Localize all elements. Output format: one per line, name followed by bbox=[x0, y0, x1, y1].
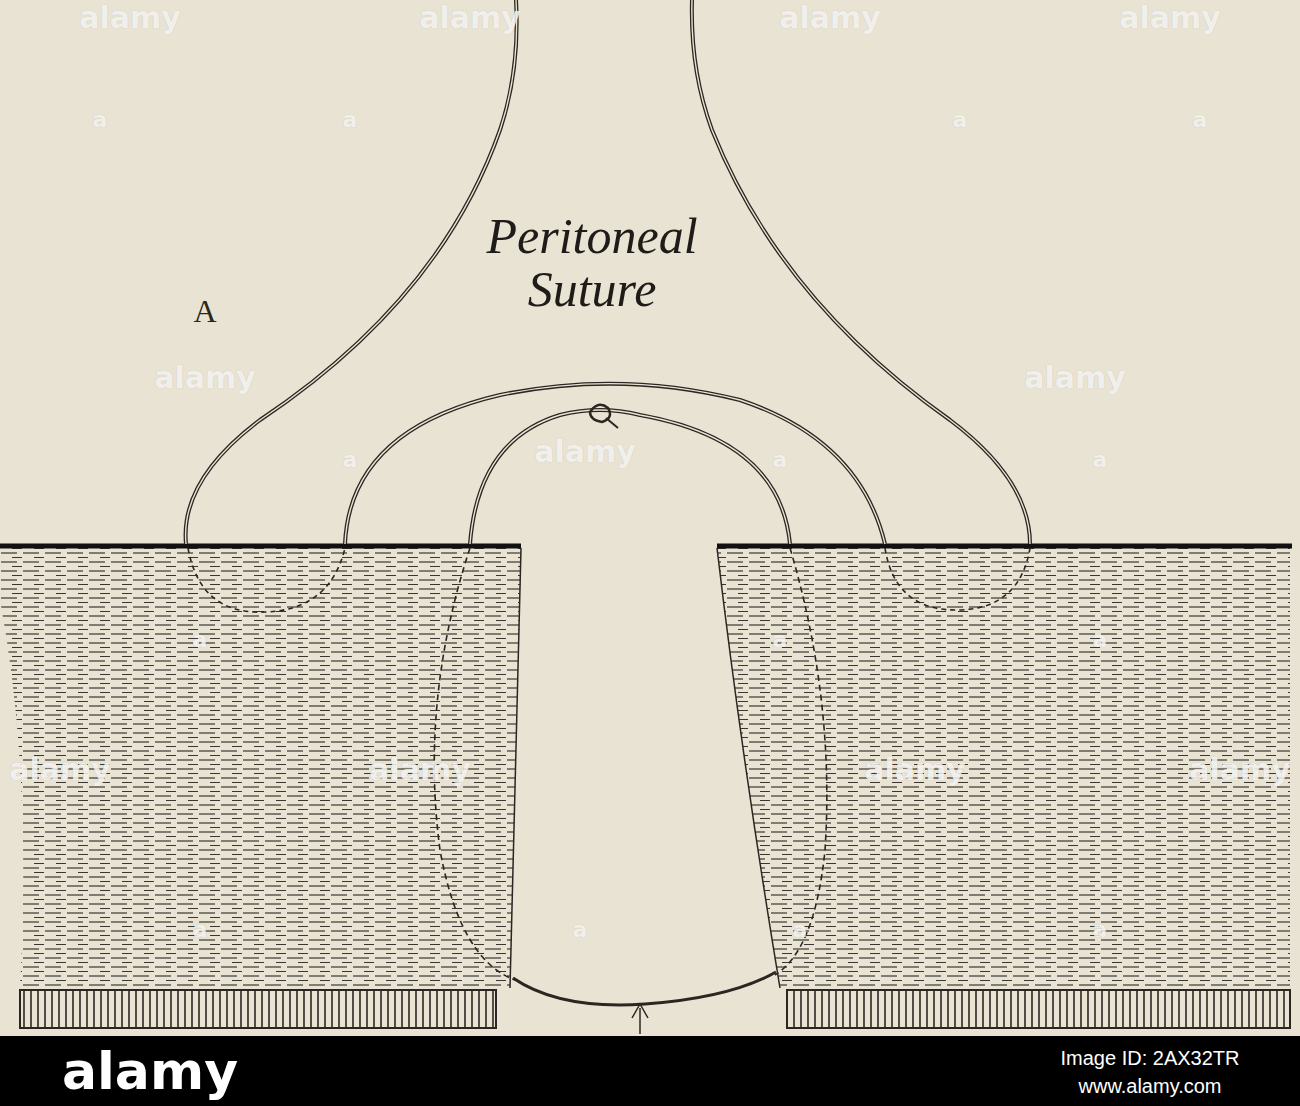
through-suture bbox=[434, 405, 827, 1005]
watermark: a bbox=[1093, 448, 1108, 471]
watermark: alamy bbox=[9, 754, 111, 786]
figure-letter: A bbox=[193, 295, 216, 329]
watermark-band bbox=[0, 1036, 1300, 1106]
watermark: a bbox=[1193, 108, 1208, 131]
muscle-layer bbox=[0, 548, 521, 988]
watermark: a bbox=[793, 918, 808, 941]
wound-wall bbox=[717, 548, 780, 988]
watermark: a bbox=[1093, 918, 1108, 941]
watermark: a bbox=[93, 108, 108, 131]
watermark: alamy bbox=[79, 2, 181, 34]
peritoneal-suture bbox=[186, 0, 1030, 612]
watermark: alamy bbox=[419, 2, 521, 34]
watermark: a bbox=[193, 918, 208, 941]
watermark: a bbox=[343, 108, 358, 131]
suture-label: Peritoneal Suture bbox=[467, 210, 717, 315]
watermark: alamy bbox=[369, 754, 471, 786]
mucosa-layer bbox=[20, 990, 496, 1028]
watermark: alamy bbox=[154, 362, 256, 394]
peritoneal-surface bbox=[717, 544, 1292, 549]
watermark: a bbox=[343, 448, 358, 471]
watermark: a bbox=[193, 628, 208, 651]
watermark: a bbox=[773, 448, 788, 471]
watermark-id: Image ID: 2AX32TR bbox=[1061, 1048, 1240, 1069]
muscle-layer bbox=[717, 548, 1290, 988]
watermark: alamy bbox=[1024, 362, 1126, 394]
peritoneal-surface bbox=[0, 544, 521, 549]
watermark: alamy bbox=[779, 2, 881, 34]
watermark: alamy bbox=[864, 754, 966, 786]
watermark: alamy bbox=[1119, 2, 1221, 34]
direction-arrow bbox=[632, 1004, 648, 1034]
watermark: alamy bbox=[1189, 754, 1291, 786]
watermark-logo: alamy bbox=[62, 1044, 238, 1099]
watermark: alamy bbox=[534, 436, 636, 468]
watermark: a bbox=[773, 628, 788, 651]
mucosa-layer bbox=[787, 990, 1290, 1028]
wound-wall bbox=[510, 548, 521, 988]
watermark: a bbox=[573, 918, 588, 941]
watermark: a bbox=[953, 108, 968, 131]
watermark-url: www.alamy.com bbox=[1079, 1076, 1222, 1097]
watermark: a bbox=[1093, 628, 1108, 651]
